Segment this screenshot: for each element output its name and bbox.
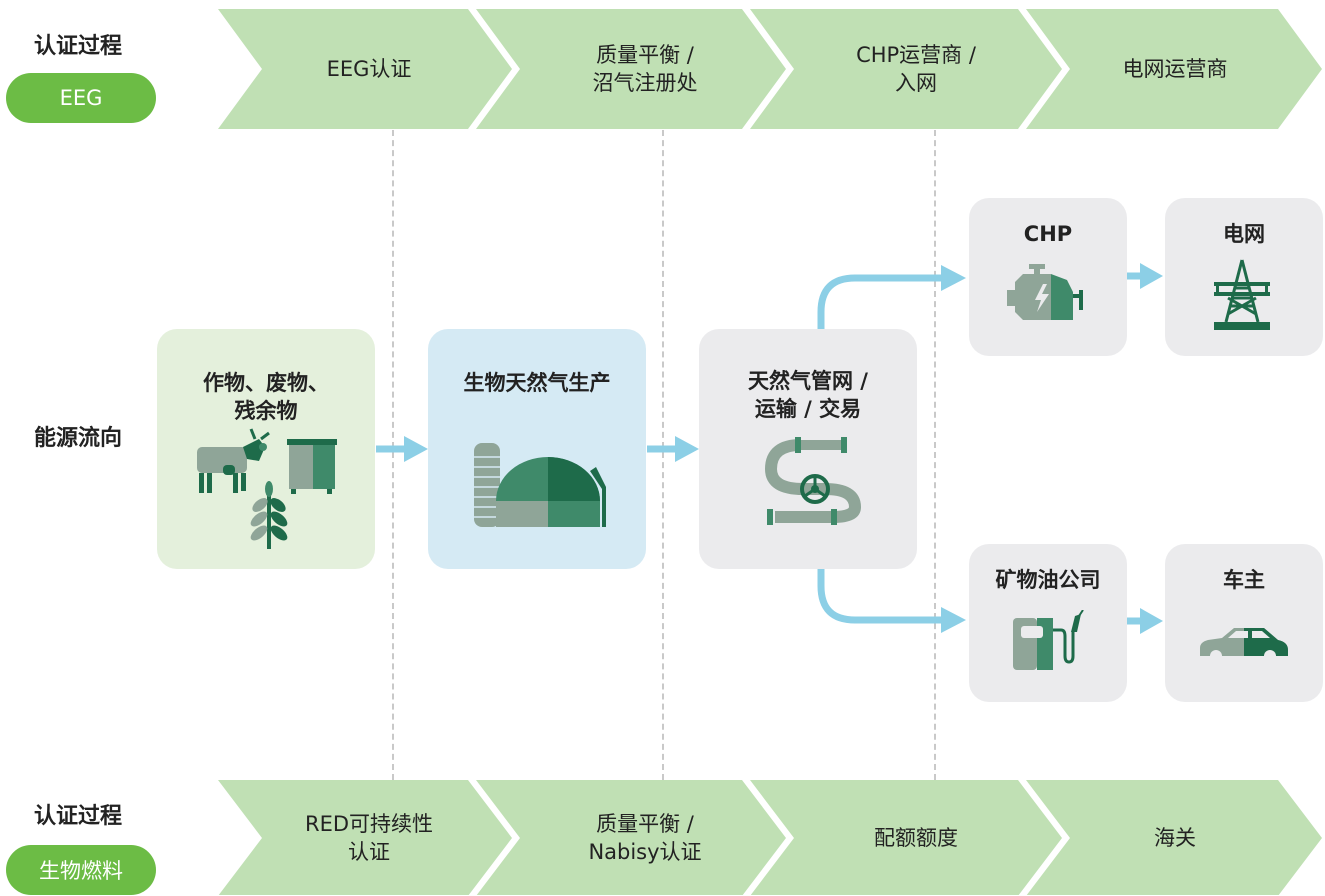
pipeline-box: 天然气管网 / 运输 / 交易 xyxy=(699,329,917,569)
arrowhead-3 xyxy=(941,265,966,291)
chp-box: CHP xyxy=(969,198,1127,356)
top-chevron-4 xyxy=(1026,9,1322,129)
arrow-pipeline-to-chp xyxy=(817,274,944,329)
bin-icon xyxy=(287,439,337,494)
arrow-pipeline-to-oil xyxy=(817,569,944,624)
arrowhead-6 xyxy=(1140,608,1163,634)
car-icon xyxy=(1200,628,1288,662)
power-tower-icon xyxy=(1214,259,1270,330)
top-stage-3: CHP运营商 / 入网 xyxy=(856,43,976,95)
top-chevron-1 xyxy=(218,9,512,129)
bottom-chevron-4 xyxy=(1026,780,1322,895)
oil-company-title: 矿物油公司 xyxy=(995,568,1101,592)
top-stage-1: EEG认证 xyxy=(326,57,412,81)
car-owner-box: 车主 xyxy=(1165,544,1323,702)
biogas-plant-icon xyxy=(474,443,606,527)
production-title: 生物天然气生产 xyxy=(463,371,611,395)
feedstock-title: 作物、废物、 残余物 xyxy=(203,371,329,423)
bottom-stage-4: 海关 xyxy=(1154,826,1196,850)
separator-1 xyxy=(392,130,394,780)
bottom-row-label: 认证过程 xyxy=(34,804,123,829)
cow-icon xyxy=(197,428,270,493)
bottom-stage-1: RED可持续性 认证 xyxy=(304,812,434,864)
top-stage-4: 电网运营商 xyxy=(1122,57,1228,81)
top-stage-2: 质量平衡 / 沼气注册处 xyxy=(592,43,698,95)
top-chevron-2 xyxy=(476,9,786,129)
top-row-label: 认证过程 xyxy=(34,34,123,59)
arrowhead-4 xyxy=(941,607,966,633)
grid-box: 电网 xyxy=(1165,198,1323,356)
feedstock-box: 作物、废物、 残余物 xyxy=(157,329,375,569)
wheat-icon xyxy=(250,481,288,549)
chp-title: CHP xyxy=(1023,222,1073,246)
production-box: 生物天然气生产 xyxy=(428,329,646,569)
bottom-chevron-1 xyxy=(218,780,512,895)
middle-row-label: 能源流向 xyxy=(34,426,123,451)
grid-title: 电网 xyxy=(1223,222,1265,246)
biofuel-pill: 生物燃料 xyxy=(6,845,156,895)
pipeline-title: 天然气管网 / 运输 / 交易 xyxy=(748,369,868,421)
separator-3 xyxy=(934,130,936,780)
top-chevron-3 xyxy=(750,9,1062,129)
arrowhead-2 xyxy=(675,436,699,462)
bottom-stage-2: 质量平衡 / Nabisy认证 xyxy=(588,812,702,864)
bottom-stage-3: 配额额度 xyxy=(874,826,958,850)
separator-2 xyxy=(662,130,664,780)
arrowhead-5 xyxy=(1140,263,1163,289)
fuel-pump-icon xyxy=(1013,610,1084,670)
pipeline-icon xyxy=(764,437,862,525)
engine-icon xyxy=(1007,264,1083,320)
arrowhead-1 xyxy=(404,436,428,462)
bottom-chevron-2 xyxy=(476,780,786,895)
oil-company-box: 矿物油公司 xyxy=(969,544,1127,702)
bottom-chevron-3 xyxy=(750,780,1062,895)
car-owner-title: 车主 xyxy=(1223,568,1265,592)
eeg-pill: EEG xyxy=(6,73,156,123)
